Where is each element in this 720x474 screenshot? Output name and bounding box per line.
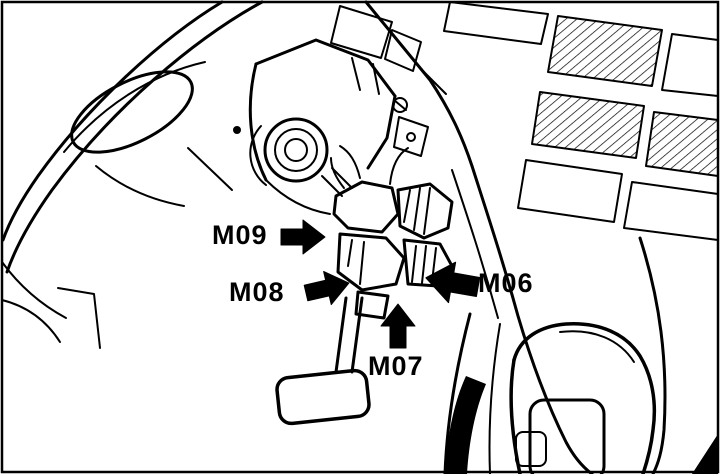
steering-wheel xyxy=(1,0,264,319)
column-bolt-dot xyxy=(233,126,241,134)
ignition-cylinder xyxy=(233,117,353,197)
label-m06: M06 xyxy=(478,268,534,298)
dashboard-panels xyxy=(364,0,719,474)
m07-arrow xyxy=(380,303,416,349)
console-pedal xyxy=(509,322,657,474)
m06-arrow xyxy=(425,261,481,304)
floor-and-tunnel xyxy=(1,287,718,474)
brake-pedal xyxy=(275,296,371,426)
m09-arrow xyxy=(280,219,326,255)
callout-arrows xyxy=(280,219,481,349)
label-m07: M07 xyxy=(368,351,424,381)
label-m08: M08 xyxy=(229,277,285,307)
label-m09: M09 xyxy=(212,220,268,250)
m08-arrow xyxy=(303,270,350,306)
